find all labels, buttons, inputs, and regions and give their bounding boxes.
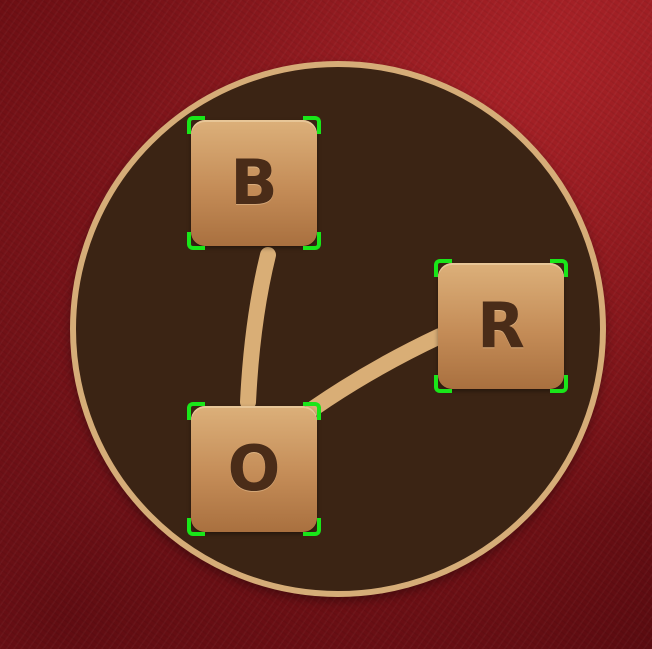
selection-corner-marker — [550, 375, 568, 393]
link-o-r — [306, 328, 448, 416]
selection-corner-marker — [187, 402, 205, 420]
letter-tile-b[interactable]: B — [187, 116, 321, 250]
letter-tile-r[interactable]: R — [434, 259, 568, 393]
selection-corner-marker — [187, 518, 205, 536]
selection-corner-marker — [550, 259, 568, 277]
tile-letter: B — [230, 146, 278, 219]
selection-corner-marker — [303, 232, 321, 250]
selection-corner-marker — [434, 259, 452, 277]
selection-corner-marker — [303, 116, 321, 134]
selection-corner-marker — [434, 375, 452, 393]
selection-corner-marker — [187, 116, 205, 134]
letter-tile-o[interactable]: O — [187, 402, 321, 536]
selection-corner-marker — [303, 518, 321, 536]
link-b-o — [240, 247, 276, 410]
selection-corner-marker — [187, 232, 205, 250]
tile-letter: O — [227, 432, 281, 505]
selection-corner-marker — [303, 402, 321, 420]
tile-letter: R — [477, 289, 525, 362]
